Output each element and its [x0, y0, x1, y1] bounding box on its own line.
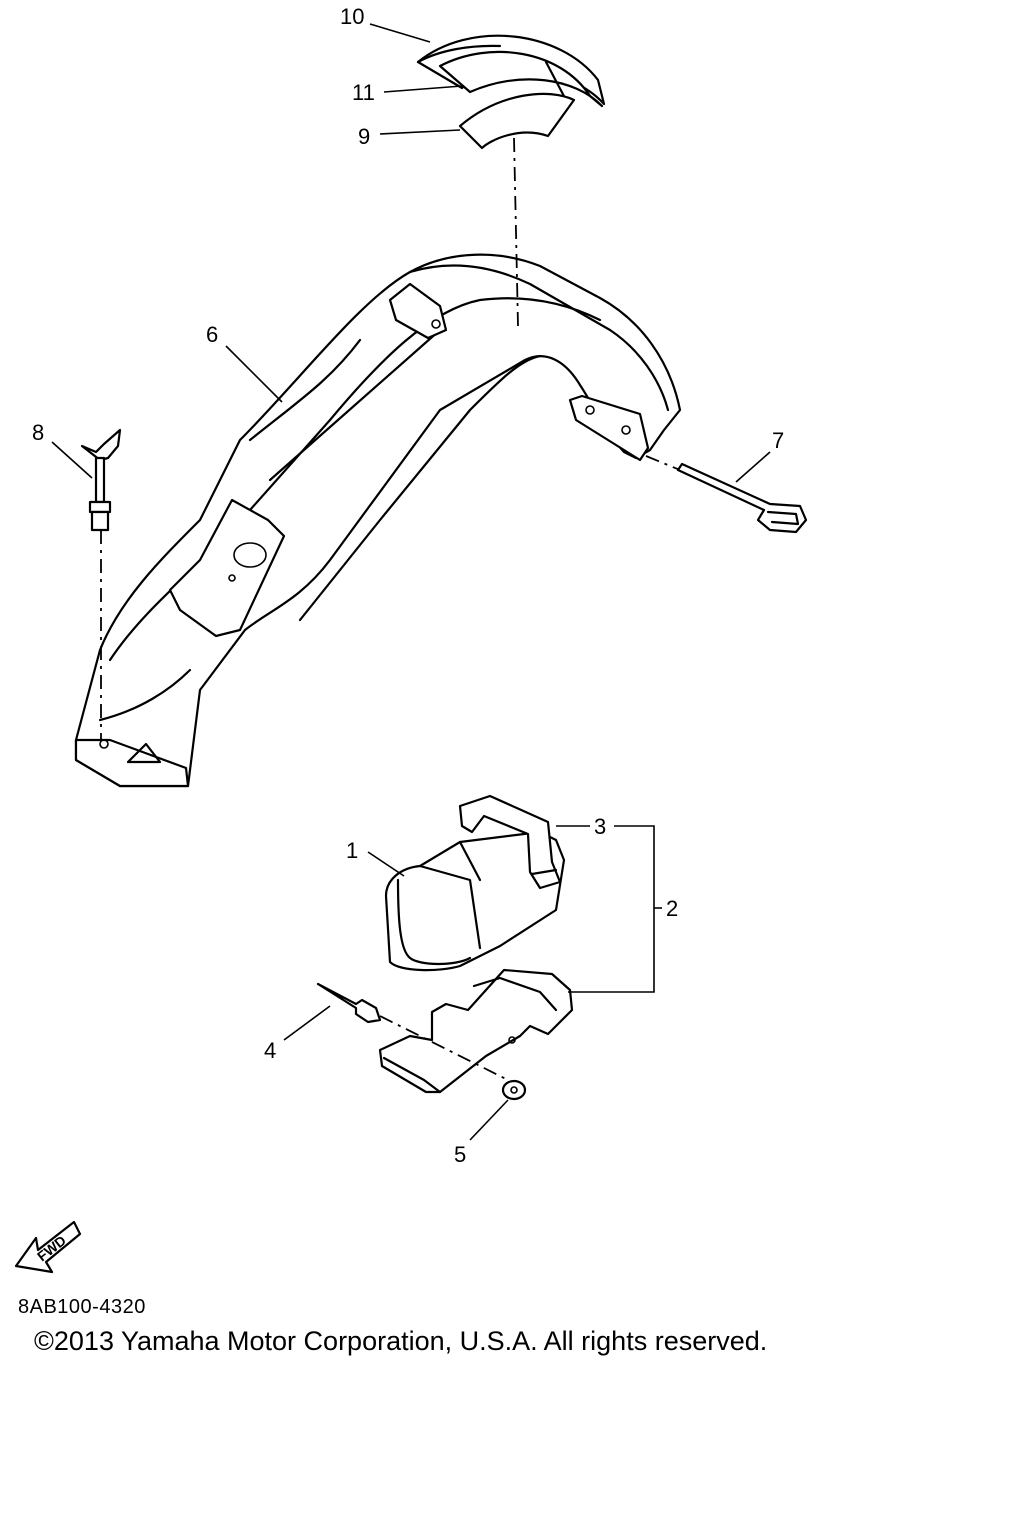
rear-fender-part — [74, 253, 682, 788]
callout-11: 11 — [352, 80, 375, 105]
callout-2: 2 — [666, 896, 678, 921]
screw-part — [316, 982, 509, 1081]
callout-8: 8 — [32, 420, 44, 445]
fender-pad-parts — [416, 34, 606, 150]
callout-9: 9 — [358, 124, 370, 149]
wing-bolt-part — [80, 428, 122, 749]
leader-lines — [51, 23, 771, 1141]
strap-part — [458, 794, 562, 890]
callout-6: 6 — [206, 322, 218, 347]
callout-1: 1 — [346, 838, 358, 863]
fwd-direction-arrow-icon — [14, 1220, 82, 1274]
callout-7: 7 — [772, 428, 784, 453]
diagram-code: 8AB100-4320 — [18, 1296, 146, 1318]
callout-4: 4 — [264, 1038, 276, 1063]
copyright-notice: ©2013 Yamaha Motor Corporation, U.S.A. A… — [34, 1326, 768, 1356]
rod-part — [645, 455, 808, 534]
box-part — [384, 830, 566, 972]
callout-3: 3 — [594, 814, 606, 839]
bracket-part — [378, 968, 574, 1094]
callout-10: 10 — [340, 4, 364, 29]
nut-part — [501, 1079, 527, 1101]
callout-5: 5 — [454, 1142, 466, 1167]
assembly-line-pad — [513, 137, 519, 327]
